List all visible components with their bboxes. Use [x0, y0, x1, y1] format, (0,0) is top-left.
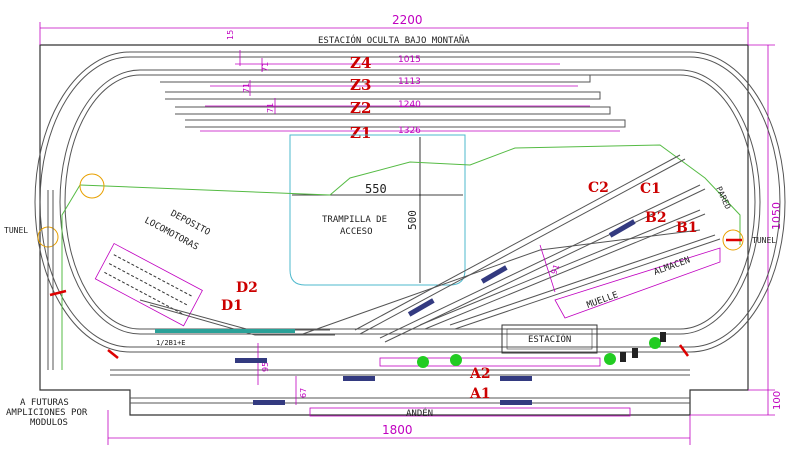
- platform-label: ANDÉN: [406, 407, 433, 419]
- trapdoor-dimension-lines: [292, 137, 463, 283]
- lower-height-label: 100: [772, 391, 783, 410]
- wall-label: PARED: [714, 185, 732, 211]
- track-c2-label: C2: [588, 180, 609, 196]
- station-building: [501, 324, 598, 354]
- track-z4-name: Z4: [350, 54, 371, 72]
- lower-width-label: 1800: [382, 423, 413, 437]
- outer-loop: [34, 51, 786, 404]
- track-b2-label: B2: [645, 210, 667, 226]
- total-height-label: 1050: [770, 202, 783, 230]
- offset-71b-label: 71: [242, 83, 251, 93]
- loco-depot: [94, 242, 203, 327]
- hidden-sidings: [160, 74, 626, 128]
- total-width-label: 2200: [392, 13, 423, 27]
- track-d2-label: D2: [236, 280, 258, 296]
- platform-lower: [309, 407, 631, 417]
- opening-width-label: 550: [365, 182, 387, 196]
- lower-width-dimension: [107, 410, 691, 445]
- siding-dimensions: [200, 50, 620, 132]
- vehicles: [620, 332, 666, 362]
- track-b1-label: B1: [676, 220, 698, 236]
- tunnel-loop-portal: [79, 173, 105, 199]
- track-z2-name: Z2: [350, 99, 371, 117]
- track-z4-length: 1015: [398, 55, 421, 65]
- track-c1-label: C1: [640, 181, 661, 197]
- future-line1: A FUTURAS: [20, 398, 69, 408]
- tunnel-left-label: TUNEL: [4, 226, 28, 235]
- track-d1-label: D1: [221, 298, 243, 314]
- future-line2: AMPLICIONES POR: [6, 408, 88, 418]
- offset-71a-label: 71: [261, 62, 270, 72]
- tunnel-right-portal: [722, 229, 744, 251]
- platform-station: [379, 357, 601, 367]
- trapdoor-outline: [289, 134, 466, 286]
- tunnel-right-label: TUNEL: [752, 236, 776, 245]
- isolation-marks: [49, 238, 742, 359]
- offset-91-label: 91: [549, 263, 561, 276]
- offset-95-label: 95: [261, 362, 270, 372]
- left-stub-track: [47, 190, 54, 370]
- pier-outline: [554, 247, 721, 319]
- trees: [417, 337, 661, 368]
- offset-15-label: 15: [226, 30, 235, 40]
- yard-tracks: [299, 154, 721, 343]
- connector-track: [155, 329, 295, 333]
- trapdoor-label-line2: ACCESO: [340, 227, 373, 237]
- offset-67-label: 67: [299, 388, 308, 398]
- track-z2-length: 1240: [398, 100, 421, 110]
- track-z1-name: Z1: [350, 124, 371, 142]
- track-z3-name: Z3: [350, 76, 371, 94]
- wall-line-left: [61, 184, 81, 370]
- height-dimension: [690, 44, 775, 416]
- hidden-station-title: ESTACIÓN OCULTA BAJO MONTAÑA: [318, 34, 470, 46]
- offset-71c-label: 71: [266, 103, 275, 113]
- wall-line: [79, 144, 741, 245]
- connector-label: 1/2B1+E: [156, 339, 186, 347]
- track-z3-length: 1113: [398, 77, 421, 87]
- pier-label: MUELLE: [586, 290, 620, 311]
- opening-height-label: 500: [406, 210, 419, 230]
- offset-91-line: [539, 244, 556, 293]
- track-z1-length: 1326: [398, 126, 421, 136]
- trapdoor-label-line1: TRAMPILLA DE: [322, 215, 387, 225]
- future-line3: MODULOS: [30, 418, 68, 428]
- track-joints: [235, 219, 636, 405]
- track-a2-label: A2: [469, 366, 491, 382]
- width-dimension: [39, 22, 749, 45]
- baseboard-outline: [39, 44, 749, 416]
- station-label: ESTACIÓN: [528, 333, 571, 345]
- station-building-inner: [506, 328, 593, 350]
- track-a1-label: A1: [469, 386, 491, 402]
